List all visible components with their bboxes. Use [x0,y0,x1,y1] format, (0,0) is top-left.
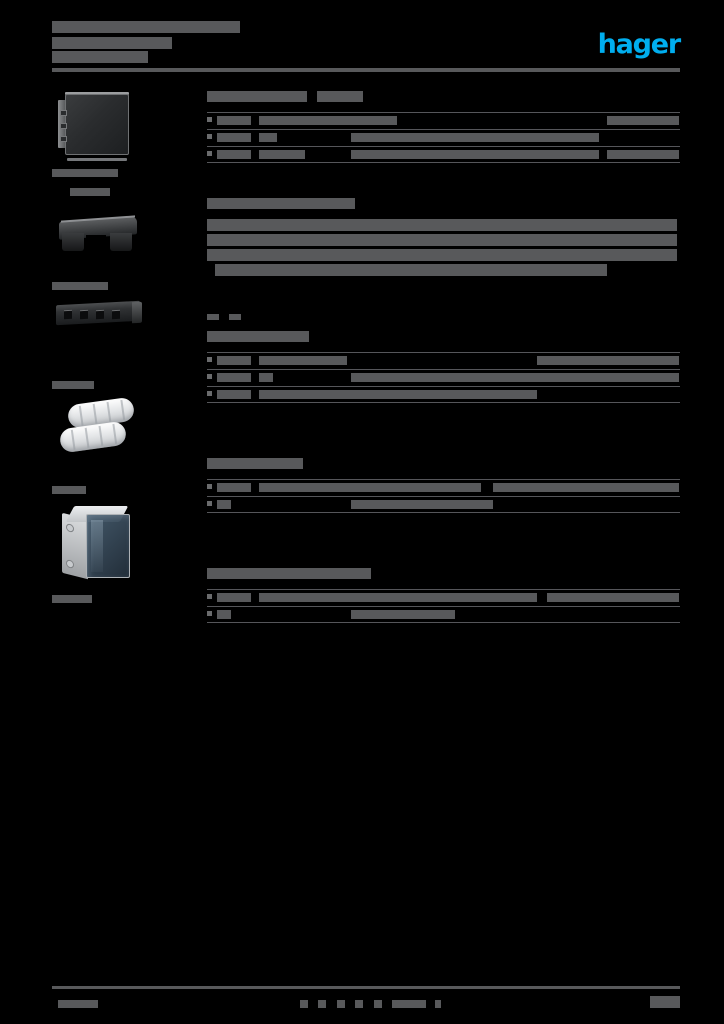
rail-item-white-sleeves [52,374,172,461]
paragraph-line [207,234,677,246]
rail-item-terminal-rail [52,275,172,328]
table-row[interactable] [207,386,680,403]
page-header: hager [52,18,682,70]
table-row[interactable] [207,479,680,496]
product-image-rail [52,90,172,615]
paragraph-line [207,219,677,231]
rail-item-enclosure [52,479,172,611]
header-divider [52,68,680,72]
product-block-5-heading [207,565,680,589]
row-ref [217,373,251,382]
product-photo-cover-plate [58,90,136,162]
footer-left-text [58,995,98,1013]
row-ref [217,483,251,492]
table-row[interactable] [207,352,680,369]
rail-item-dark-clamp [52,211,172,259]
row-bullet-icon [207,374,212,379]
row-desc [259,150,305,159]
product-photo-terminal-rail [56,298,142,328]
rail-caption-enclosure-top [52,479,172,502]
product-block-1 [207,88,680,163]
table-row[interactable] [207,606,680,623]
footer-center-text [300,995,441,1013]
row-desc [259,356,347,365]
row-ref [217,133,251,142]
product-block-1-heading [207,88,680,112]
page-title-line-3 [52,48,148,66]
row-mid [351,150,599,159]
row-desc [259,593,537,602]
rail-caption-enclosure-bottom [52,588,172,611]
table-row[interactable] [207,589,680,606]
row-desc [259,390,359,399]
row-bullet-icon [207,391,212,396]
row-bullet-icon [207,134,212,139]
row-ref [217,610,231,619]
product-block-3-heading [207,328,680,352]
table-row[interactable] [207,129,680,146]
row-mid [351,390,537,399]
row-bullet-icon [207,151,212,156]
paragraph-line [207,249,677,261]
row-bullet-icon [207,357,212,362]
row-ref [217,593,251,602]
row-bullet-icon [207,594,212,599]
rail-item-dark-cover-plate [52,90,172,203]
product-block-4 [207,455,680,513]
row-bullet-icon [207,117,212,122]
product-photo-enclosure [56,502,142,588]
product-block-3-kicker [207,308,680,326]
hager-logo-text: hager [597,29,682,60]
page-footer [52,986,680,1012]
table-row[interactable] [207,369,680,386]
row-ref [217,500,231,509]
row-tail [537,373,679,382]
page-title-line-2 [52,34,172,52]
product-photo-clamp-bracket [56,211,142,259]
paragraph-line [215,264,607,276]
row-mid [351,610,455,619]
row-ref [217,150,251,159]
row-tail [493,483,679,492]
row-tail [537,356,679,365]
row-desc [259,483,481,492]
rail-caption-terminal-rail [52,275,172,298]
product-photo-white-sleeves [56,396,144,461]
row-desc [259,116,397,125]
row-tail [547,593,679,602]
product-block-2 [207,195,680,276]
row-mid [351,133,599,142]
row-bullet-icon [207,611,212,616]
table-row[interactable] [207,112,680,129]
rail-caption-white-sleeves [52,374,172,397]
row-desc [259,373,273,382]
product-block-2-paragraph [207,219,680,276]
table-row[interactable] [207,146,680,163]
product-listing-column [207,88,680,629]
row-tail [607,150,679,159]
row-tail [607,116,679,125]
row-ref [217,356,251,365]
product-block-2-heading [207,195,680,219]
row-bullet-icon [207,484,212,489]
page-title-group [52,18,680,63]
row-desc [259,133,277,142]
row-bullet-icon [207,501,212,506]
table-row[interactable] [207,496,680,513]
product-block-4-heading [207,455,680,479]
page-title-line-1 [52,18,240,36]
rail-caption-cover-plate [52,162,172,203]
row-ref [217,390,251,399]
footer-divider [52,986,680,989]
row-ref [217,116,251,125]
product-block-5 [207,565,680,623]
row-mid [351,500,493,509]
page-number [650,993,680,1011]
hager-logo: hager [588,29,682,60]
product-block-3 [207,308,680,403]
row-mid [351,373,537,382]
